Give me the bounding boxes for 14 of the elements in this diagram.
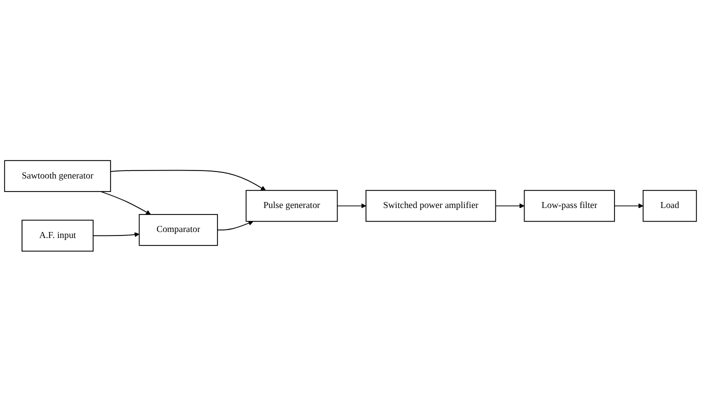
node-box: Pulse generator bbox=[246, 190, 338, 222]
arrow bbox=[92, 232, 140, 238]
arrow bbox=[217, 220, 254, 231]
node-box: Comparator bbox=[138, 214, 218, 246]
node-box: Sawtooth generator bbox=[4, 160, 112, 192]
arrow bbox=[495, 203, 525, 209]
arrow bbox=[336, 203, 366, 209]
node-box: Low-pass filter bbox=[524, 190, 615, 222]
node-box: Switched power amplifier bbox=[366, 190, 496, 222]
arrow bbox=[100, 191, 151, 215]
node-box: A.F. input bbox=[22, 220, 94, 252]
arrow bbox=[110, 170, 266, 191]
node-box: Load bbox=[642, 190, 697, 222]
arrow bbox=[614, 203, 644, 209]
